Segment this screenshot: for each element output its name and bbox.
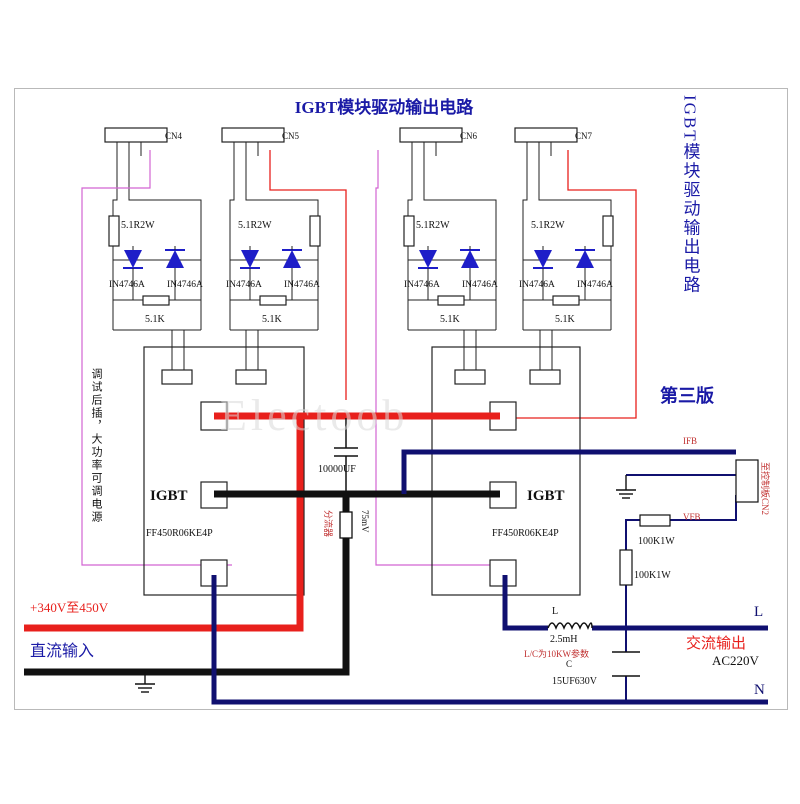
schematic-border [14, 88, 788, 710]
zener-label-right: IN4746A [462, 280, 498, 290]
vfb-resistor [639, 514, 671, 527]
connector-label: CN7 [575, 131, 593, 141]
gate-terminal-4 [529, 369, 561, 385]
igbt-label-left: IGBT [150, 488, 188, 504]
bus-capacitor [334, 418, 358, 492]
pull-resistor-label: 5.1K [555, 314, 576, 325]
dc-positive-bus [24, 412, 500, 632]
zener-diode-icon [240, 246, 260, 300]
zener-diode-icon [533, 246, 553, 300]
gate-resistor-label: 5.1R2W [121, 220, 155, 231]
ground-symbols [135, 475, 636, 693]
gate-terminal-1 [161, 369, 193, 385]
pull-resistor [142, 295, 170, 306]
dc-input-label: 直流输入 [30, 642, 94, 660]
gate-terminal-2 [235, 369, 267, 385]
feedback-resistor-2: 100K1W [634, 570, 671, 581]
cn2-label: 至控制板CN2 [760, 462, 771, 515]
line-l-label: L [754, 604, 763, 620]
ifb-label: IFB [683, 436, 697, 446]
version-label: 第三版 [660, 385, 714, 406]
igbt-label-right: IGBT [527, 488, 565, 504]
ac-voltage-label: AC220V [712, 653, 760, 668]
output-inductor [547, 622, 593, 631]
side-title-text: IGBT模块驱动输出电路 [681, 95, 701, 295]
vertical-note: 调试后插，大功率可调电源 [90, 368, 103, 524]
zener-diode-icon [282, 246, 302, 300]
zener-diode-icon [418, 246, 438, 300]
shunt-resistor [339, 511, 353, 539]
zener-label-left: IN4746A [404, 280, 440, 290]
zener-label-right: IN4746A [167, 280, 203, 290]
lc-note: L/C为10KW参数 [524, 648, 589, 659]
connector-CN6 [399, 127, 463, 143]
pull-resistor-label: 5.1K [145, 314, 166, 325]
pink-signal-wires [81, 150, 508, 566]
dc-negative-bus [24, 490, 500, 676]
zener-diode-icon [165, 246, 185, 300]
zener-label-left: IN4746A [226, 280, 262, 290]
shunt-label: 分流器 [323, 510, 334, 537]
gate-terminal-3 [454, 369, 486, 385]
connector-CN4 [104, 127, 168, 143]
driver-channel-3: CN6 5.1R2W IN4746A IN4746A 5.1K [399, 127, 498, 331]
gate-resistor-label: 5.1R2W [531, 220, 565, 231]
cn2-connector [735, 459, 759, 503]
pull-resistor-label: 5.1K [262, 314, 283, 325]
vertical-note-text: 调试后插，大功率可调电源 [90, 368, 103, 524]
ac-output-wires [211, 449, 768, 705]
shunt-value: 75mV [360, 510, 370, 533]
inductor-value: 2.5mH [550, 634, 578, 645]
gate-resistor-label: 5.1R2W [238, 220, 272, 231]
output-capacitor [612, 651, 640, 677]
dc-voltage-label: +340V至450V [30, 600, 109, 615]
pull-resistor [437, 295, 465, 306]
zener-diode-icon [575, 246, 595, 300]
watermark-text: Electoob [220, 391, 408, 440]
connector-CN7 [514, 127, 578, 143]
line-n-label: N [754, 682, 765, 698]
vfb-divider-resistor [619, 549, 633, 586]
side-title: IGBT模块驱动输出电路 [681, 95, 701, 295]
zener-label-left: IN4746A [519, 280, 555, 290]
zener-label-right: IN4746A [577, 280, 613, 290]
output-capacitor-value: 15UF630V [552, 676, 598, 687]
igbt-part-left: FF450R06KE4P [146, 528, 213, 539]
connector-CN5 [221, 127, 285, 143]
diagram-title: IGBT模块驱动输出电路 [295, 97, 475, 117]
feedback-resistor-1: 100K1W [638, 536, 675, 547]
pull-resistor-label: 5.1K [440, 314, 461, 325]
gate-resistor-label: 5.1R2W [416, 220, 450, 231]
zener-label-right: IN4746A [284, 280, 320, 290]
igbt-part-right: FF450R06KE4P [492, 528, 559, 539]
red-gate-wires [269, 150, 637, 419]
zener-diode-icon [123, 246, 143, 300]
output-capacitor-name: C [566, 659, 572, 669]
ac-output-label: 交流输出 [686, 634, 746, 652]
gate-resistor [403, 215, 415, 247]
pull-resistor [259, 295, 287, 306]
zener-label-left: IN4746A [109, 280, 145, 290]
zener-diode-icon [460, 246, 480, 300]
bus-capacitor-value: 10000UF [318, 464, 356, 475]
connector-label: CN5 [282, 131, 300, 141]
gate-resistor [108, 215, 120, 247]
connector-label: CN6 [460, 131, 478, 141]
gate-resistor [309, 215, 321, 247]
pull-resistor [552, 295, 580, 306]
driver-channel-4: CN7 5.1R2W IN4746A IN4746A 5.1K [514, 127, 614, 331]
connector-label: CN4 [165, 131, 183, 141]
gate-resistor [602, 215, 614, 247]
inductor-name: L [552, 606, 558, 617]
driver-channel-1: CN4 5.1R2W IN4746A IN4746A 5.1K [104, 127, 203, 331]
vfb-label: VFB [683, 512, 701, 522]
driver-channel-2: CN5 5.1R2W IN4746A IN4746A 5.1K [221, 127, 321, 331]
